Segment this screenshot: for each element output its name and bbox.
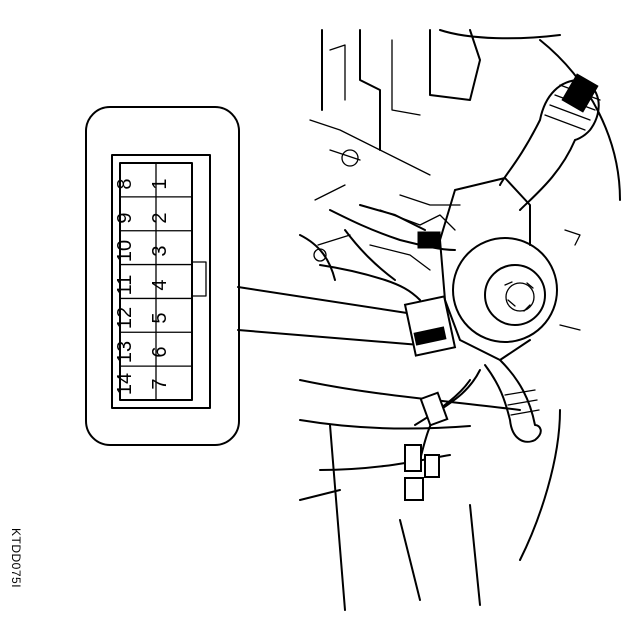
- housing-detail: [309, 39, 431, 246]
- wiring-bundle: [369, 194, 461, 271]
- pin-6: 6: [149, 346, 171, 357]
- wiring-harness: [299, 204, 456, 301]
- pin-12: 12: [114, 307, 136, 329]
- pin-2: 2: [149, 212, 171, 223]
- lighting-lever-detail: [504, 389, 540, 416]
- pin-14: 14: [114, 373, 136, 395]
- bolt-1: [341, 149, 359, 167]
- harness-clip: [417, 231, 441, 249]
- column-housing: [321, 29, 621, 201]
- pin-3: 3: [149, 245, 171, 256]
- wiper-lever-knob: [561, 73, 599, 113]
- connector-lock-tab: [191, 261, 207, 297]
- lower-cover: [329, 409, 561, 611]
- switch-body: [439, 177, 531, 361]
- hanging-connector-3: [424, 454, 440, 478]
- hanging-wire: [414, 369, 481, 461]
- dashboard-curve: [299, 379, 521, 501]
- pin-5: 5: [149, 312, 171, 323]
- bolt-2: [313, 248, 327, 262]
- clock-spring-outer: [452, 237, 558, 343]
- clock-spring-hub: [505, 282, 535, 312]
- figure-code: KTDD075I: [9, 528, 23, 588]
- clock-spring-teeth: [504, 281, 534, 312]
- pin-7: 7: [149, 378, 171, 389]
- pin-10: 10: [114, 240, 136, 262]
- column-connector-shade: [413, 326, 447, 346]
- hanging-connector-4: [404, 477, 424, 501]
- connector-face: [111, 154, 211, 409]
- callout-frame: [85, 106, 240, 446]
- pin-8: 8: [114, 178, 136, 189]
- hanging-connector-1: [419, 391, 449, 427]
- grid-rows: [119, 196, 193, 367]
- connector-callout: 1 2 3 4 5 6 7 8 9 10 11 12 13 14: [85, 106, 421, 446]
- wiper-lever: [499, 79, 600, 211]
- callout-leader-lower: [237, 329, 421, 346]
- callout-leader-upper: [237, 286, 421, 316]
- pin-11: 11: [114, 275, 136, 296]
- mount-bracket: [559, 229, 581, 331]
- clock-spring-inner: [484, 264, 546, 326]
- pin-1: 1: [149, 178, 171, 189]
- pin-labels: 1 2 3 4 5 6 7 8 9 10 11 12 13 14: [114, 178, 171, 395]
- pin-4: 4: [149, 279, 171, 290]
- pin-13: 13: [114, 341, 136, 363]
- hanging-connector-2: [404, 444, 422, 472]
- steering-column-illustration: [299, 29, 621, 611]
- pin-9: 9: [114, 212, 136, 223]
- lighting-lever: [484, 359, 542, 443]
